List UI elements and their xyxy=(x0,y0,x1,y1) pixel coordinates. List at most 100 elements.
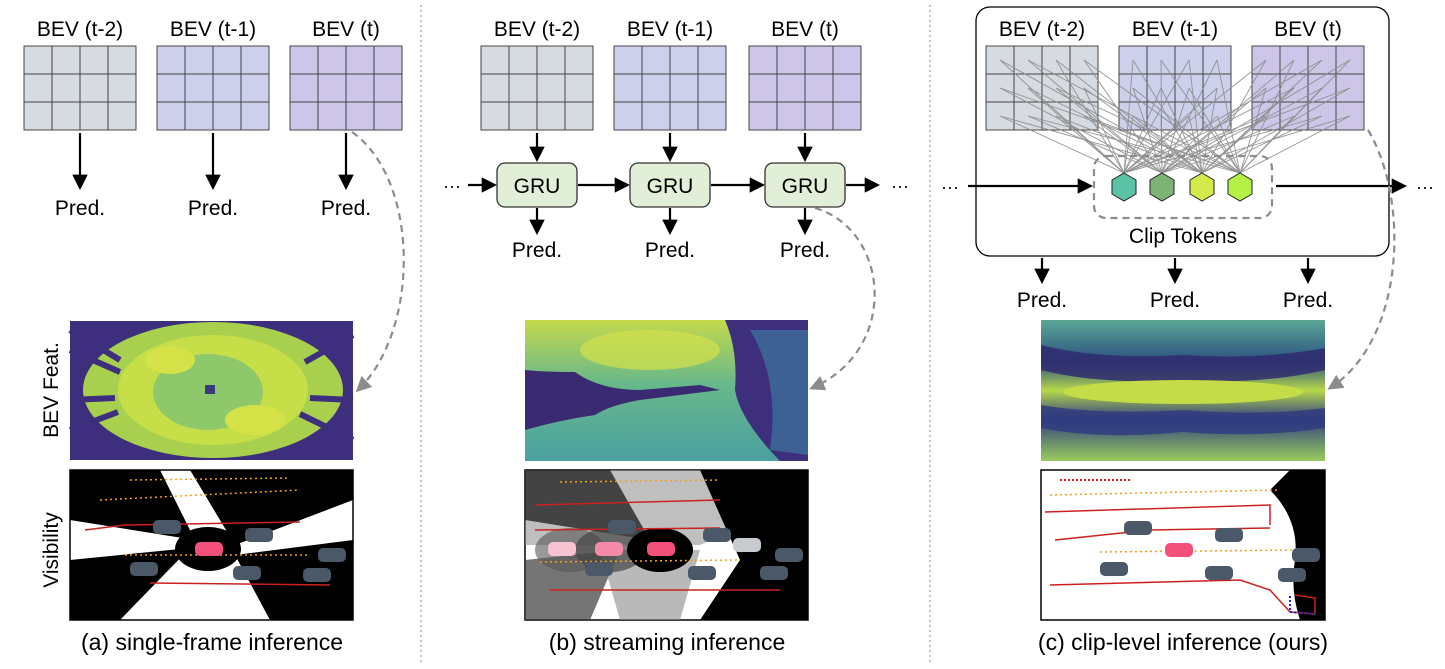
attention-line xyxy=(1055,87,1163,174)
clip-token xyxy=(1149,172,1175,202)
attention-line xyxy=(999,115,1125,174)
ego-car xyxy=(647,542,675,556)
attention-line xyxy=(1027,87,1125,174)
attention-line xyxy=(1123,115,1323,174)
ego-car xyxy=(1165,543,1193,557)
visibility-map-b xyxy=(524,469,809,621)
ellipsis: ··· xyxy=(1416,177,1434,197)
attention-line xyxy=(1123,87,1295,174)
attention-line xyxy=(1239,115,1295,174)
bev-grid-t2 xyxy=(480,45,594,131)
bev-label-t1: BEV (t-1) xyxy=(1132,18,1218,41)
caption-c: (c) clip-level inference (ours) xyxy=(1038,629,1328,655)
panel-single-frame: BEV (t-2) BEV (t-1) BEV (t) Pred. Pred. … xyxy=(23,18,405,655)
attention-line xyxy=(1132,87,1241,174)
dashed-link-arrow xyxy=(351,131,405,393)
bev-feature-map-b xyxy=(525,320,808,461)
bev-grid-t1 xyxy=(613,45,727,131)
bev-label-t2: BEV (t-2) xyxy=(37,18,123,41)
attention-line xyxy=(1161,59,1295,174)
dashed-link-arrow xyxy=(809,206,876,391)
pred-label: Pred. xyxy=(1017,289,1067,312)
ego-car xyxy=(195,542,223,556)
attention-line xyxy=(1123,59,1134,174)
attention-line xyxy=(1055,59,1203,174)
attention-line xyxy=(1123,59,1323,174)
pred-label: Pred. xyxy=(55,197,105,220)
bev-label-t1: BEV (t-1) xyxy=(627,18,713,41)
attention-line xyxy=(1055,59,1125,174)
gru-block: GRU xyxy=(496,162,578,208)
clip-token xyxy=(1111,172,1137,202)
attention-line xyxy=(1201,115,1323,174)
bev-grid-t xyxy=(1251,45,1365,131)
attention-line xyxy=(1161,115,1295,174)
attention-line xyxy=(1160,59,1241,174)
bev-grid-t1 xyxy=(156,45,270,131)
bev-feature-map-c xyxy=(1041,320,1325,461)
attention-line xyxy=(1123,115,1134,174)
clip-tokens-label: Clip Tokens xyxy=(1129,225,1237,248)
attention-line xyxy=(1239,115,1351,174)
pred-label: Pred. xyxy=(645,239,695,262)
attention-line xyxy=(1123,59,1267,174)
row-label-visibility: Visibility xyxy=(40,512,63,588)
ellipsis: ··· xyxy=(891,176,909,196)
attention-line xyxy=(1201,87,1351,174)
bev-grid-t xyxy=(289,45,403,131)
attention-line xyxy=(1132,87,1163,174)
attention-line xyxy=(1201,115,1267,174)
bev-label-t2: BEV (t-2) xyxy=(999,18,1085,41)
attention-line xyxy=(1055,115,1125,174)
caption-a: (a) single-frame inference xyxy=(81,629,343,655)
clip-token xyxy=(1227,172,1253,202)
attention-lines xyxy=(999,59,1351,174)
attention-line xyxy=(1123,87,1351,174)
attention-line xyxy=(1161,59,1351,174)
panel-streaming: BEV (t-2) BEV (t-1) BEV (t) ··· GRU GRU xyxy=(443,18,909,655)
attention-line xyxy=(1161,115,1351,174)
attention-line xyxy=(1161,87,1190,174)
bev-label-t: BEV (t) xyxy=(312,18,380,41)
pred-label: Pred. xyxy=(512,239,562,262)
attention-line xyxy=(1027,115,1241,174)
pred-label: Pred. xyxy=(321,197,371,220)
panel-clip-level: BEV (t-2) BEV (t-1) BEV (t) Clip Tokens … xyxy=(941,6,1434,655)
attention-line xyxy=(999,115,1203,174)
gru-block: GRU xyxy=(764,162,846,208)
bev-label-t2: BEV (t-2) xyxy=(494,18,580,41)
attention-line xyxy=(1123,115,1190,174)
row-label-bev-feat: BEV Feat. xyxy=(40,342,63,438)
clip-tokens-box xyxy=(1092,154,1274,220)
caption-b: (b) streaming inference xyxy=(549,629,786,655)
clip-container xyxy=(975,6,1390,257)
bev-label-t1: BEV (t-1) xyxy=(170,18,256,41)
dashed-link-arrow xyxy=(1327,129,1396,390)
pred-label: Pred. xyxy=(780,239,830,262)
attention-line xyxy=(1027,59,1163,174)
pred-label: Pred. xyxy=(1150,289,1200,312)
visibility-map-a xyxy=(69,469,354,621)
attention-line xyxy=(1161,87,1267,174)
bev-label-t: BEV (t) xyxy=(1274,18,1342,41)
attention-line xyxy=(1239,87,1267,174)
bev-feature-map-a xyxy=(68,321,355,460)
attention-line xyxy=(1239,59,1295,174)
visibility-map-c xyxy=(1040,469,1326,621)
clip-token xyxy=(1189,172,1215,202)
attention-line xyxy=(1123,115,1267,174)
attention-line xyxy=(1132,115,1203,174)
pred-label: Pred. xyxy=(188,197,238,220)
gru-block: GRU xyxy=(629,162,711,208)
attention-line xyxy=(1123,59,1190,174)
attention-line xyxy=(1083,87,1203,174)
bev-label-t: BEV (t) xyxy=(771,18,839,41)
attention-line xyxy=(1201,59,1267,174)
gru-label: GRU xyxy=(514,175,561,198)
gru-label: GRU xyxy=(647,175,694,198)
attention-line xyxy=(1160,115,1163,174)
bev-grid-t2 xyxy=(23,45,137,131)
pred-label: Pred. xyxy=(1283,289,1333,312)
attention-line xyxy=(1123,87,1162,174)
